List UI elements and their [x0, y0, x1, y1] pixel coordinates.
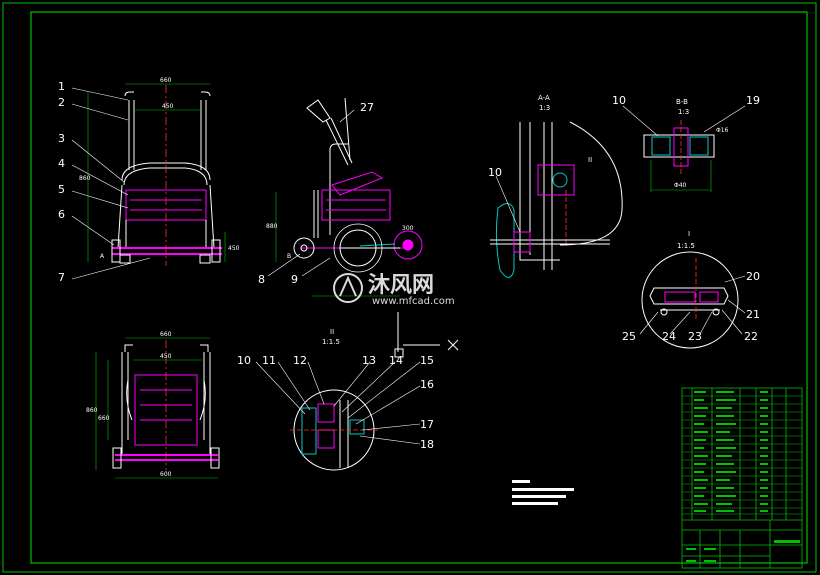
- detail-callout-ii: II: [588, 156, 592, 164]
- dim-right: 450: [228, 245, 240, 252]
- dim-wheel: 300: [402, 225, 414, 232]
- part-label-10b: 10: [612, 94, 626, 107]
- detail-ii: [255, 312, 459, 471]
- detail-i: [639, 251, 746, 349]
- detail-ii-title: II: [330, 328, 334, 336]
- detail-i-title: I: [688, 230, 690, 238]
- section-aa-labels: A-A 1:3 10 II: [488, 94, 592, 179]
- detail-i-labels: I 1:1.5 20 21 22 23 24 25: [622, 230, 760, 343]
- watermark-url: www.mfcad.com: [372, 296, 455, 307]
- section-bb: [622, 105, 746, 192]
- part-label-9: 9: [291, 273, 298, 286]
- part-label-6: 6: [58, 208, 65, 221]
- part-label-15: 15: [420, 354, 434, 367]
- detail-ii-scale: 1:1.5: [322, 338, 340, 346]
- dim-top-mid: 450: [160, 353, 172, 360]
- front-view: [71, 83, 226, 280]
- section-aa-title: A-A: [538, 94, 550, 102]
- part-label-2: 2: [58, 96, 65, 109]
- section-bb-scale: 1:3: [678, 108, 689, 116]
- parts-list-rows: [682, 395, 802, 515]
- dim-height: 860: [79, 175, 91, 182]
- dim-top-left: 860: [86, 407, 98, 414]
- part-label-19: 19: [746, 94, 760, 107]
- section-aa: [490, 121, 623, 278]
- front-view-labels: 1 2 3 4 5 6 7 660 450 860 450 A: [58, 77, 240, 284]
- parts-list-text-blocks: [686, 391, 800, 562]
- dim-top-top: 660: [160, 331, 172, 338]
- part-label-21: 21: [746, 308, 760, 321]
- detail-i-scale: 1:1.5: [677, 242, 695, 250]
- section-bb-labels: B-B 1:3 10 19 Φ40 Φ16: [612, 94, 760, 189]
- part-label-5: 5: [58, 183, 65, 196]
- side-view: [267, 97, 423, 297]
- dim-top-bottom: 600: [160, 471, 172, 478]
- part-label-4: 4: [58, 157, 65, 170]
- part-label-10a: 10: [488, 166, 502, 179]
- part-label-11: 11: [262, 354, 276, 367]
- inner-frame: [30, 11, 808, 564]
- technical-notes: [512, 480, 574, 505]
- part-label-23: 23: [688, 330, 702, 343]
- title-block: [681, 387, 803, 569]
- section-aa-scale: 1:3: [539, 104, 550, 112]
- detail-ii-labels: II 1:1.5 10 11 12 13 14 15 16 17 18: [237, 328, 434, 451]
- part-label-3: 3: [58, 132, 65, 145]
- part-label-8: 8: [258, 273, 265, 286]
- part-label-24: 24: [662, 330, 676, 343]
- section-marker-b: B: [287, 253, 291, 260]
- part-label-12: 12: [293, 354, 307, 367]
- part-label-1: 1: [58, 80, 65, 93]
- dim-mid: 450: [162, 103, 174, 110]
- side-view-labels: 27 8 9 880 300 B: [258, 101, 414, 286]
- dim-top-left2: 660: [98, 415, 110, 422]
- dim-bb-bottom: Φ40: [674, 182, 687, 189]
- dim-bb-hole: Φ16: [716, 127, 729, 134]
- part-label-13: 13: [362, 354, 376, 367]
- section-bb-title: B-B: [676, 98, 688, 106]
- watermark-logo: 沐风网: [368, 273, 434, 298]
- part-label-10c: 10: [237, 354, 251, 367]
- part-label-18: 18: [420, 438, 434, 451]
- part-label-20: 20: [746, 270, 760, 283]
- part-label-16: 16: [420, 378, 434, 391]
- top-view: [95, 337, 220, 479]
- part-label-7: 7: [58, 271, 65, 284]
- dim-top: 660: [160, 77, 172, 84]
- watermark: 沐风网 www.mfcad.com: [333, 273, 455, 307]
- part-label-25: 25: [622, 330, 636, 343]
- part-label-14: 14: [389, 354, 403, 367]
- part-label-17: 17: [420, 418, 434, 431]
- part-label-27: 27: [360, 101, 374, 114]
- section-marker-a: A: [100, 253, 105, 260]
- top-view-labels: 660 450 860 660 600: [86, 331, 172, 478]
- part-label-22: 22: [744, 330, 758, 343]
- dim-side-height: 880: [266, 223, 278, 230]
